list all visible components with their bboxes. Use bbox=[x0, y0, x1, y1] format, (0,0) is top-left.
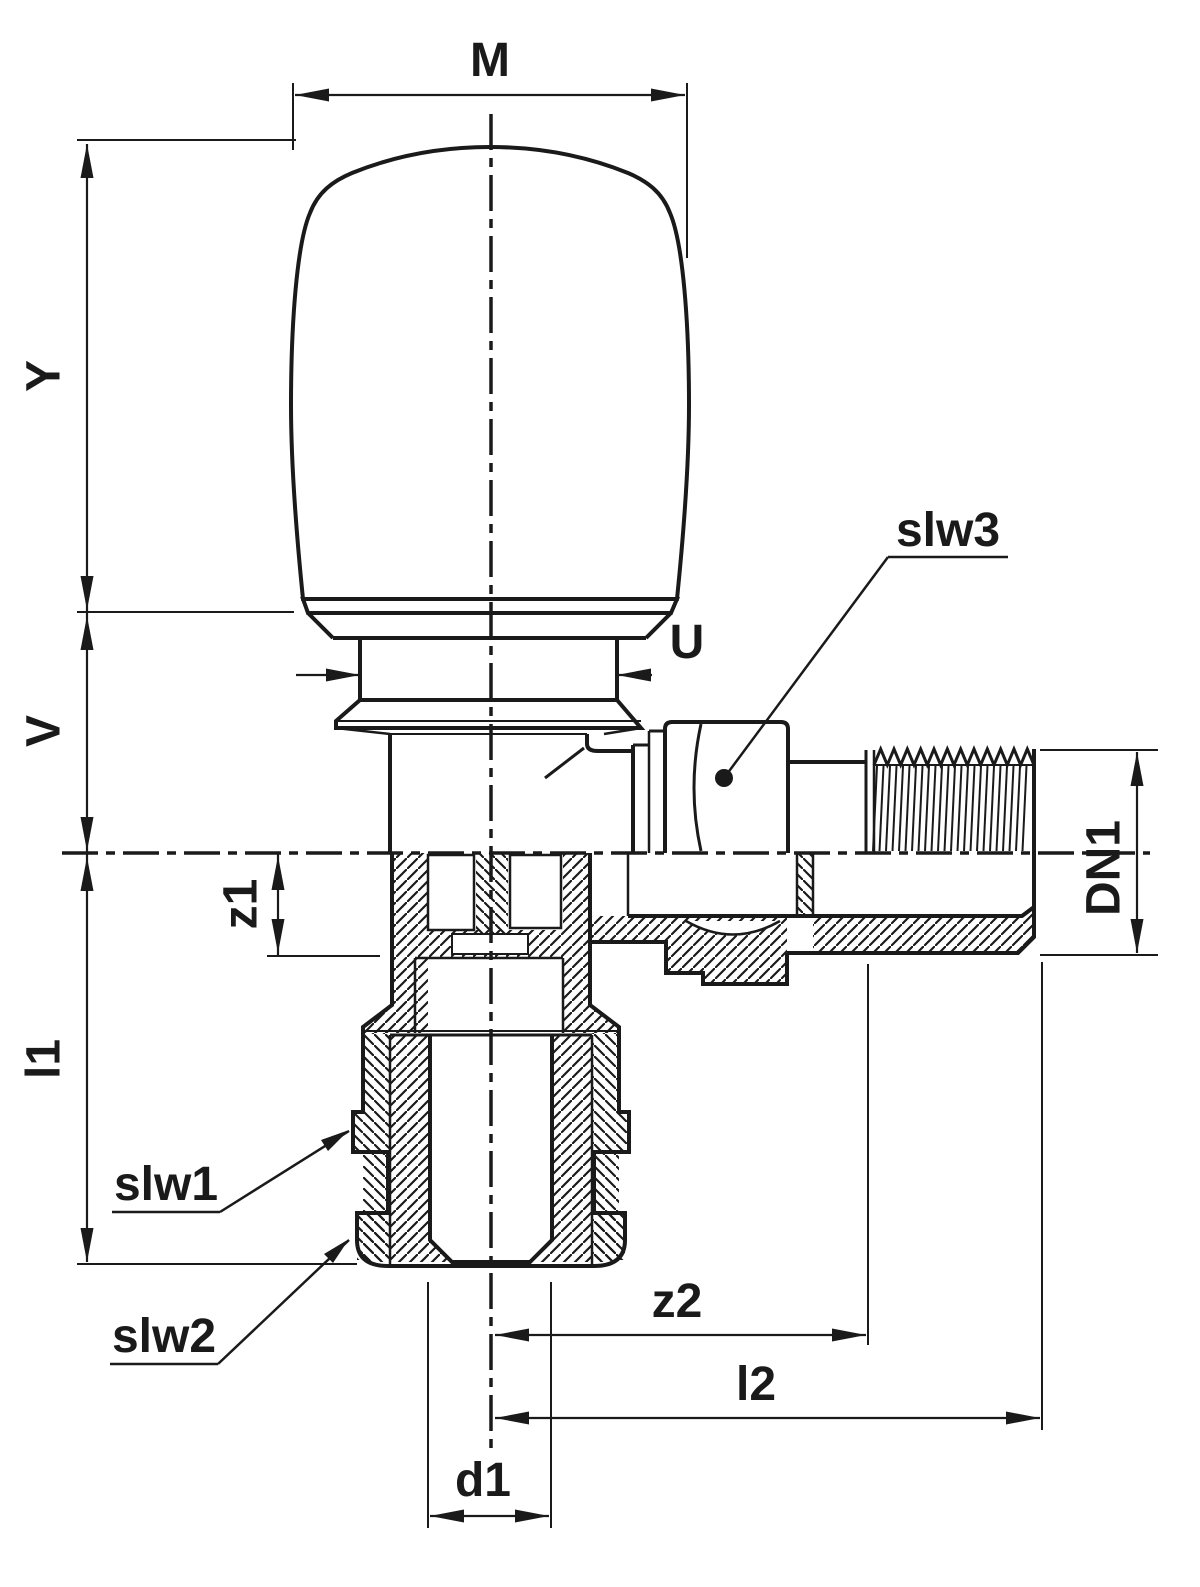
collar bbox=[334, 698, 646, 730]
dim-label-z1: z1 bbox=[215, 879, 268, 930]
dim-label-m: M bbox=[470, 34, 510, 87]
dim-label-l2: l2 bbox=[736, 1358, 776, 1411]
dim-label-v: V bbox=[18, 715, 71, 747]
dim-label-slw1: slw1 bbox=[114, 1158, 218, 1211]
branch-upper bbox=[631, 720, 1036, 853]
slw1-leader bbox=[112, 1129, 350, 1214]
bottom-union-outline bbox=[351, 853, 631, 1268]
slw3-leader bbox=[722, 555, 1008, 779]
slw3-leader-dot bbox=[715, 769, 733, 787]
extension-lines bbox=[77, 83, 1158, 1528]
seat-crescent bbox=[685, 919, 781, 936]
neck bbox=[358, 636, 619, 702]
slw2-leader bbox=[110, 1239, 350, 1366]
centerlines bbox=[62, 114, 1150, 1452]
collar-chamfer bbox=[335, 726, 642, 736]
dim-label-l1: l1 bbox=[18, 1039, 71, 1079]
thread-flanks bbox=[872, 765, 1028, 852]
dim-label-z2: z2 bbox=[652, 1275, 703, 1328]
leader-lines bbox=[110, 555, 1008, 1366]
union-nut bbox=[663, 720, 790, 853]
union-nut-face bbox=[692, 723, 703, 852]
valve-body bbox=[388, 733, 633, 853]
dim-label-dn1: DN1 bbox=[1078, 820, 1131, 916]
valve-neck bbox=[334, 636, 646, 736]
dim-label-d1: d1 bbox=[455, 1454, 511, 1507]
dim-label-slw3: slw3 bbox=[896, 504, 1000, 557]
dimension-labels: M Y V l1 z1 DN1 U slw3 slw1 slw2 z2 l2 d… bbox=[18, 34, 1131, 1507]
surface-tick bbox=[544, 746, 585, 780]
dim-label-y: Y bbox=[18, 360, 71, 392]
dim-label-u: U bbox=[670, 616, 705, 669]
dim-label-slw2: slw2 bbox=[112, 1310, 216, 1363]
branch-lower-edges bbox=[590, 853, 1036, 986]
